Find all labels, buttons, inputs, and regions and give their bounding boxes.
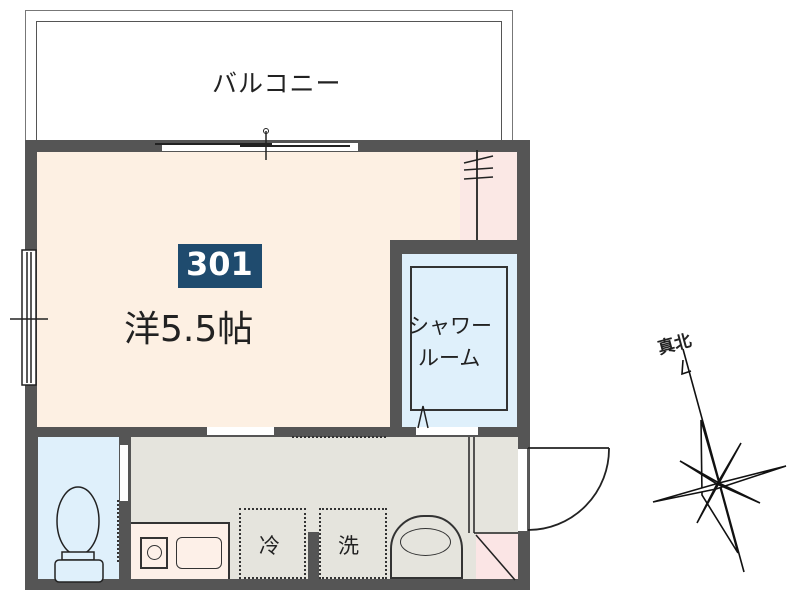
balcony-label: バルコニー <box>212 69 342 98</box>
shower-tray <box>410 266 508 411</box>
unit-number: 301 <box>186 245 253 283</box>
unit-number-badge <box>178 244 262 288</box>
western-room-label: 洋5.5帖 <box>124 309 254 350</box>
sink[interactable] <box>176 537 222 569</box>
entrance-door-swing <box>527 447 610 531</box>
compass-rose-icon <box>652 348 787 573</box>
washer-label: 洗 <box>338 534 359 558</box>
closet-area <box>460 152 517 240</box>
entrance <box>476 534 518 579</box>
burner-ring-icon <box>147 545 162 560</box>
shower-room-label-line1: シャワー <box>408 314 492 338</box>
western-room-upper-right <box>390 152 460 240</box>
fridge-label: 冷 <box>259 534 280 558</box>
side-window[interactable] <box>21 249 37 386</box>
wall-stub <box>308 532 319 579</box>
western-room <box>37 152 390 427</box>
shower-room <box>402 254 517 427</box>
toilet-bowl-icon <box>56 486 100 556</box>
washer-space <box>319 508 387 579</box>
fridge-space <box>239 508 306 579</box>
balcony <box>36 21 502 142</box>
balcony-outer-frame <box>25 10 513 142</box>
basin-bowl <box>400 528 451 556</box>
shower-room-label-line2: ルーム <box>418 346 481 370</box>
